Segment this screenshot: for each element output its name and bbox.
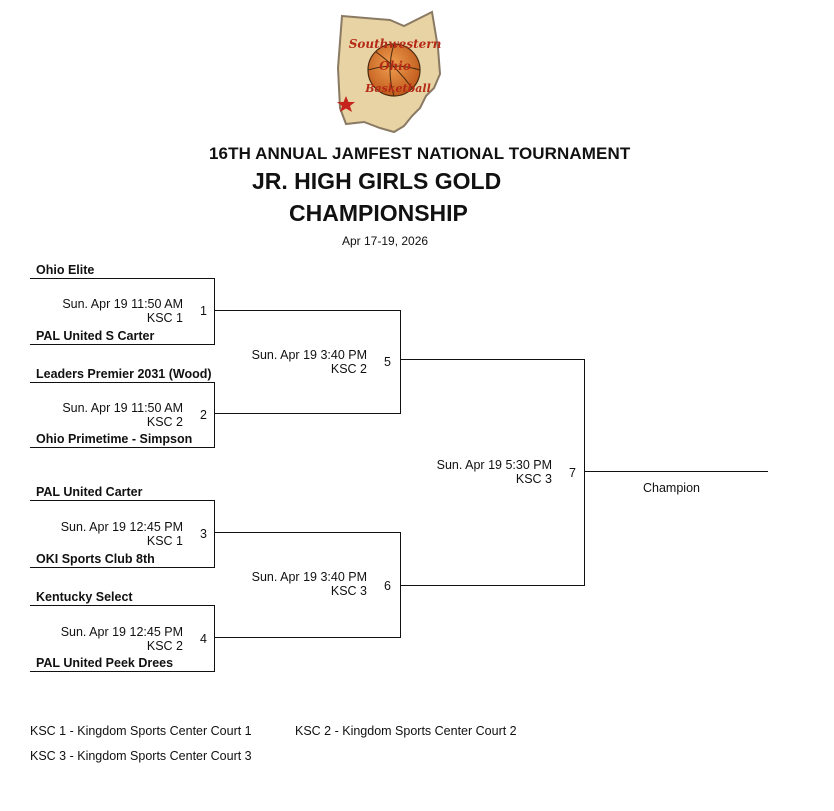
game-number: 4 bbox=[200, 632, 207, 646]
bracket-line bbox=[30, 382, 214, 383]
team-slot: Ohio Primetime - Simpson bbox=[36, 432, 193, 446]
bracket-line bbox=[214, 532, 400, 533]
team-slot: PAL United Carter bbox=[36, 485, 143, 499]
legend-ksc2: KSC 2 - Kingdom Sports Center Court 2 bbox=[295, 724, 517, 738]
bracket-line bbox=[30, 567, 214, 568]
game-time: Sun. Apr 19 12:45 PM bbox=[60, 625, 183, 639]
team-slot: Ohio Elite bbox=[36, 263, 95, 277]
game-number: 1 bbox=[200, 304, 207, 318]
tournament-title: 16TH ANNUAL JAMFEST NATIONAL TOURNAMENT bbox=[209, 144, 631, 163]
game-time: Sun. Apr 19 3:40 PM bbox=[251, 570, 367, 584]
game-court: KSC 2 bbox=[146, 415, 183, 429]
game-time: Sun. Apr 19 12:45 PM bbox=[60, 520, 183, 534]
bracket-line bbox=[214, 413, 400, 414]
bracket-line bbox=[30, 447, 214, 448]
legend-ksc1: KSC 1 - Kingdom Sports Center Court 1 bbox=[30, 724, 252, 738]
game-court: KSC 1 bbox=[146, 534, 183, 548]
team-slot: PAL United Peek Drees bbox=[36, 656, 174, 670]
bracket-line bbox=[214, 637, 400, 638]
bracket-line bbox=[214, 278, 215, 345]
game-time: Sun. Apr 19 3:40 PM bbox=[251, 348, 367, 362]
championship-title: CHAMPIONSHIP bbox=[289, 200, 468, 226]
bracket-line bbox=[30, 500, 214, 501]
team-slot: Kentucky Select bbox=[36, 590, 133, 604]
game-number: 6 bbox=[384, 579, 391, 593]
bracket-line bbox=[400, 359, 584, 360]
star-icon bbox=[337, 96, 355, 112]
tournament-dates: Apr 17-19, 2026 bbox=[342, 234, 429, 248]
game-court: KSC 2 bbox=[330, 362, 367, 376]
game-number: 2 bbox=[200, 408, 207, 422]
team-slot: Leaders Premier 2031 (Wood) bbox=[36, 367, 212, 381]
team-slot: OKI Sports Club 8th bbox=[36, 552, 155, 566]
bracket-line bbox=[584, 359, 585, 586]
game-time: Sun. Apr 19 5:30 PM bbox=[436, 458, 552, 472]
champion-label: Champion bbox=[643, 481, 700, 495]
bracket-line bbox=[214, 310, 400, 311]
game-court: KSC 1 bbox=[146, 311, 183, 325]
game-time: Sun. Apr 19 11:50 AM bbox=[62, 401, 183, 415]
bracket-line bbox=[400, 310, 401, 414]
game-court: KSC 3 bbox=[330, 584, 367, 598]
game-court: KSC 3 bbox=[515, 472, 552, 486]
logo-text-ohio: Ohio bbox=[379, 59, 411, 73]
bracket-line bbox=[30, 278, 214, 279]
game-number: 5 bbox=[384, 355, 391, 369]
team-slot: PAL United S Carter bbox=[36, 329, 155, 343]
bracket-line bbox=[30, 671, 214, 672]
game-time: Sun. Apr 19 11:50 AM bbox=[62, 297, 183, 311]
bracket-line bbox=[30, 605, 214, 606]
bracket-line bbox=[30, 344, 214, 345]
champion-line bbox=[584, 471, 768, 472]
southwestern-ohio-basketball-logo: Southwestern Ohio Basketball bbox=[336, 10, 442, 134]
bracket-line bbox=[214, 382, 215, 448]
game-number: 3 bbox=[200, 527, 207, 541]
legend-ksc3: KSC 3 - Kingdom Sports Center Court 3 bbox=[30, 749, 252, 763]
division-title: JR. HIGH GIRLS GOLD bbox=[252, 168, 502, 194]
logo-text-basketball: Basketball bbox=[364, 82, 431, 95]
game-number: 7 bbox=[569, 466, 576, 480]
bracket-line bbox=[214, 500, 215, 568]
bracket-line bbox=[400, 585, 584, 586]
game-court: KSC 2 bbox=[146, 639, 183, 653]
logo-text-southwestern: Southwestern bbox=[349, 37, 442, 51]
bracket-line bbox=[214, 605, 215, 672]
